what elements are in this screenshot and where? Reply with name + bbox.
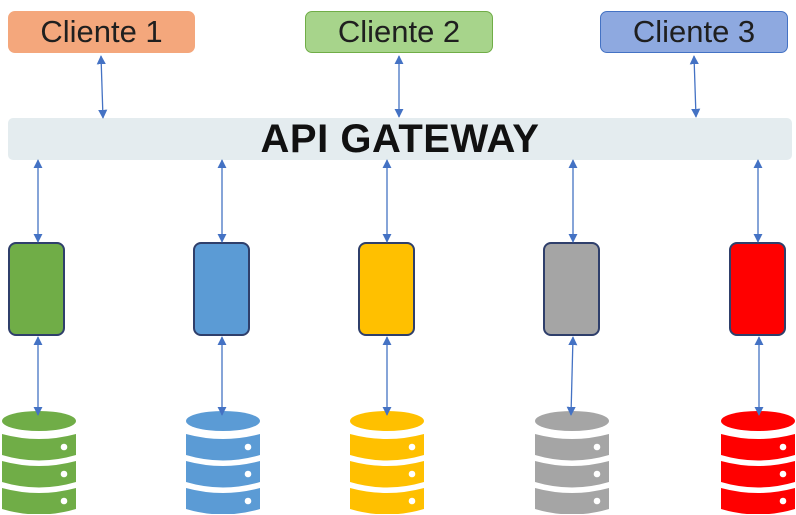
- database-icon-3: [350, 411, 424, 514]
- database-icon-2: [186, 411, 260, 514]
- database-slab: [186, 434, 260, 461]
- database-led: [60, 443, 68, 451]
- api-gateway-bar: API GATEWAY: [8, 116, 792, 161]
- database-top: [535, 411, 609, 431]
- client-box-3: Cliente 3: [600, 11, 788, 53]
- database-led: [408, 497, 416, 505]
- bidirectional-arrow: [689, 55, 701, 118]
- client-box-2: Cliente 2: [305, 11, 493, 53]
- database-led: [60, 470, 68, 478]
- client-box-1: Cliente 1: [8, 11, 195, 53]
- database-slab: [721, 461, 795, 488]
- database-led: [779, 497, 787, 505]
- client-label: Cliente 2: [337, 14, 461, 49]
- database-slab: [350, 488, 424, 514]
- api-gateway-label: API GATEWAY: [260, 116, 540, 161]
- database-slab: [350, 461, 424, 488]
- database-led: [593, 470, 601, 478]
- database-led: [593, 443, 601, 451]
- bidirectional-arrow: [96, 55, 108, 119]
- database-slab: [186, 488, 260, 514]
- database-slab: [350, 434, 424, 461]
- database-top: [721, 411, 795, 431]
- database-icon-1: [2, 411, 76, 514]
- client-label: Cliente 1: [40, 14, 163, 49]
- database-led: [244, 443, 252, 451]
- database-slab: [535, 461, 609, 488]
- database-led: [593, 497, 601, 505]
- database-led: [244, 470, 252, 478]
- database-led: [408, 470, 416, 478]
- service-box-3: [358, 242, 415, 336]
- database-slab: [721, 488, 795, 514]
- database-top: [2, 411, 76, 431]
- database-slab: [186, 461, 260, 488]
- database-led: [244, 497, 252, 505]
- bidirectional-arrow: [566, 336, 578, 416]
- database-led: [60, 497, 68, 505]
- service-box-1: [8, 242, 65, 336]
- database-icon-4: [535, 411, 609, 514]
- database-slab: [2, 461, 76, 488]
- service-box-2: [193, 242, 250, 336]
- client-label: Cliente 3: [632, 14, 756, 49]
- database-led: [408, 443, 416, 451]
- database-slab: [535, 434, 609, 461]
- database-led: [779, 443, 787, 451]
- database-slab: [2, 488, 76, 514]
- database-slab: [721, 434, 795, 461]
- database-icon-5: [721, 411, 795, 514]
- service-box-5: [729, 242, 786, 336]
- database-top: [350, 411, 424, 431]
- service-box-4: [543, 242, 600, 336]
- database-slab: [535, 488, 609, 514]
- database-slab: [2, 434, 76, 461]
- database-led: [779, 470, 787, 478]
- database-top: [186, 411, 260, 431]
